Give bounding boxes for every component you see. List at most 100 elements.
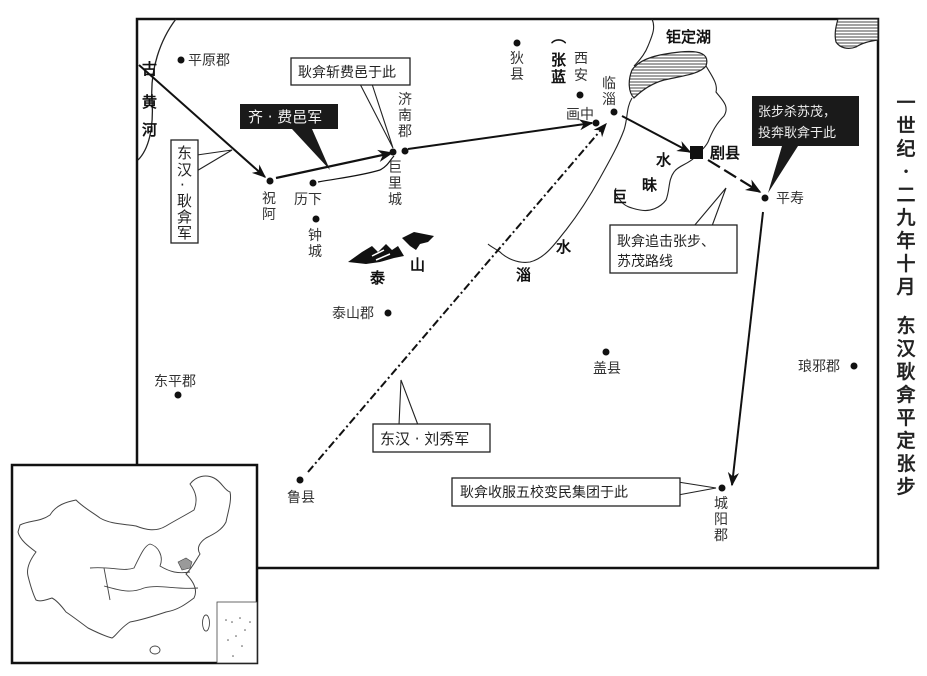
- pursuit-route-line2: 苏茂路线: [617, 253, 673, 270]
- label-zhanglan-1: （: [549, 29, 567, 44]
- callout-feiyi-army: 齐 · 费邑军: [240, 104, 338, 170]
- label-luxian: 鲁县: [287, 490, 315, 506]
- callout-kill-feiyi: 耿弇斩费邑于此: [290, 57, 411, 149]
- label-chengyangjun-3: 郡: [714, 528, 728, 544]
- title-char: 年: [896, 230, 916, 252]
- dot-zhuaa: [266, 177, 274, 185]
- label-linzi-1: 临: [602, 76, 616, 92]
- mount-tai-icon: [348, 232, 434, 264]
- china-outline: [17, 475, 231, 639]
- label-xian-2: 安: [574, 68, 588, 84]
- dot-chengyangjun: [718, 484, 726, 492]
- label-huazhong: 画中: [566, 107, 594, 123]
- title-gap: [893, 299, 919, 315]
- map-frame: [135, 17, 880, 570]
- label-zi-river-2: 水: [556, 238, 572, 256]
- label-jumei-2: 昧: [642, 176, 658, 194]
- label-langyajun: 琅邪郡: [798, 359, 840, 375]
- callout-liuxiu-army: 东汉 · 刘秀军: [372, 379, 491, 453]
- river-north: [633, 18, 655, 67]
- south-china-sea-inset: [216, 601, 258, 664]
- shandong-highlight: [177, 557, 193, 571]
- label-zhanglan-2: 张: [551, 51, 567, 69]
- dot-zhongcheng: [312, 215, 320, 223]
- genyan-army-char-4: 耿: [177, 192, 192, 210]
- dot-linzi: [610, 108, 618, 116]
- label-julicheng-1: 巨: [388, 160, 402, 176]
- title-char: 耿: [896, 361, 916, 383]
- label-chengyangjun-1: 城: [714, 496, 728, 512]
- title-char: 张: [896, 453, 916, 475]
- dot-julicheng: [389, 148, 397, 156]
- liuxiu-army-text: 东汉 · 刘秀军: [380, 430, 469, 448]
- liuxiu-route: [307, 122, 607, 473]
- callout-genyan-army: 东 汉 · 耿 弇 军: [170, 139, 233, 244]
- label-julicheng-3: 城: [388, 192, 402, 208]
- taiwan-outline: [202, 614, 210, 632]
- pursuit-route-line1: 耿弇追击张步、: [617, 233, 715, 250]
- title-char: 东: [896, 315, 916, 337]
- label-julicheng-2: 里: [388, 176, 402, 192]
- label-chengyangjun-2: 阳: [714, 512, 728, 528]
- jumei-river: [614, 65, 727, 212]
- title-char: 汉: [896, 338, 916, 360]
- label-yellow-river-2: 黄: [142, 93, 157, 111]
- dot-taishanjun: [384, 309, 392, 317]
- dot-luxian: [296, 476, 304, 484]
- genyan-route-4: [621, 115, 692, 153]
- sea-area: [834, 18, 879, 49]
- kill-feiyi-text: 耿弇斩费邑于此: [298, 64, 396, 81]
- old-yellow-river: [137, 18, 177, 161]
- title-char: 世: [896, 115, 916, 137]
- label-zi-river-1: 淄: [516, 266, 531, 284]
- label-jumei-3: 水: [656, 151, 672, 169]
- title-char: 定: [896, 430, 916, 452]
- label-jinan-3: 郡: [398, 124, 412, 140]
- label-jumei-1: 巨: [612, 188, 627, 206]
- label-mount-tai-1: 泰: [369, 269, 386, 287]
- dot-jinan: [401, 147, 409, 155]
- genyan-army-char-3: ·: [180, 176, 185, 194]
- label-zhongcheng-1: 钟: [308, 227, 322, 244]
- title-char: 纪: [896, 138, 916, 160]
- label-taishanjun: 泰山郡: [332, 306, 374, 322]
- label-yellow-river-3: 河: [142, 121, 157, 139]
- label-yellow-river-1: 古: [142, 60, 157, 78]
- label-jinan-2: 南: [398, 108, 412, 124]
- dot-dixian: [513, 39, 521, 47]
- pursuit-route: [707, 159, 762, 193]
- genyan-army-char-1: 东: [177, 144, 192, 162]
- hainan-outline: [149, 645, 161, 655]
- title-char: 步: [896, 476, 916, 498]
- wuxiao-surrender-text: 耿弇收服五校变民集团于此: [460, 484, 628, 501]
- city-dots: [174, 39, 858, 492]
- dot-lixia: [309, 179, 317, 187]
- label-zhanglan-3: 蓝: [551, 68, 566, 86]
- dot-pingyuan: [177, 56, 185, 64]
- label-judinghu: 钜定湖: [666, 28, 711, 46]
- juxian-square: [690, 146, 703, 159]
- title-char: 十: [896, 253, 916, 275]
- label-zhongcheng-2: 城: [308, 244, 322, 260]
- title-char: 九: [896, 207, 916, 229]
- callout-wuxiao-surrender: 耿弇收服五校变民集团于此: [451, 477, 717, 507]
- callout-pursuit-route: 耿弇追击张步、 苏茂路线: [609, 187, 738, 274]
- judinghu-lake: [628, 50, 708, 99]
- inset-china-map: [10, 463, 259, 665]
- callout-zhangbu-surrender: 张步杀苏茂， 投奔耿弇于此: [752, 96, 859, 193]
- label-gaixian: 盖县: [593, 361, 621, 377]
- label-jinan-1: 济: [398, 92, 412, 108]
- dot-dongpingjun: [174, 391, 182, 399]
- title-char: 一: [896, 92, 916, 114]
- label-pingshou: 平寿: [776, 190, 804, 207]
- label-zhuaa-1: 祝: [262, 191, 276, 207]
- label-dongpingjun: 东平郡: [154, 374, 196, 390]
- genyan-route-2: [275, 149, 394, 180]
- feiyi-army-text: 齐 · 费邑军: [248, 108, 322, 126]
- dot-huazhong: [592, 119, 600, 127]
- label-juxian: 剧县: [710, 144, 740, 162]
- genyan-route-5: [727, 211, 764, 487]
- title-char: ·: [902, 161, 910, 183]
- label-linzi-2: 淄: [602, 92, 616, 108]
